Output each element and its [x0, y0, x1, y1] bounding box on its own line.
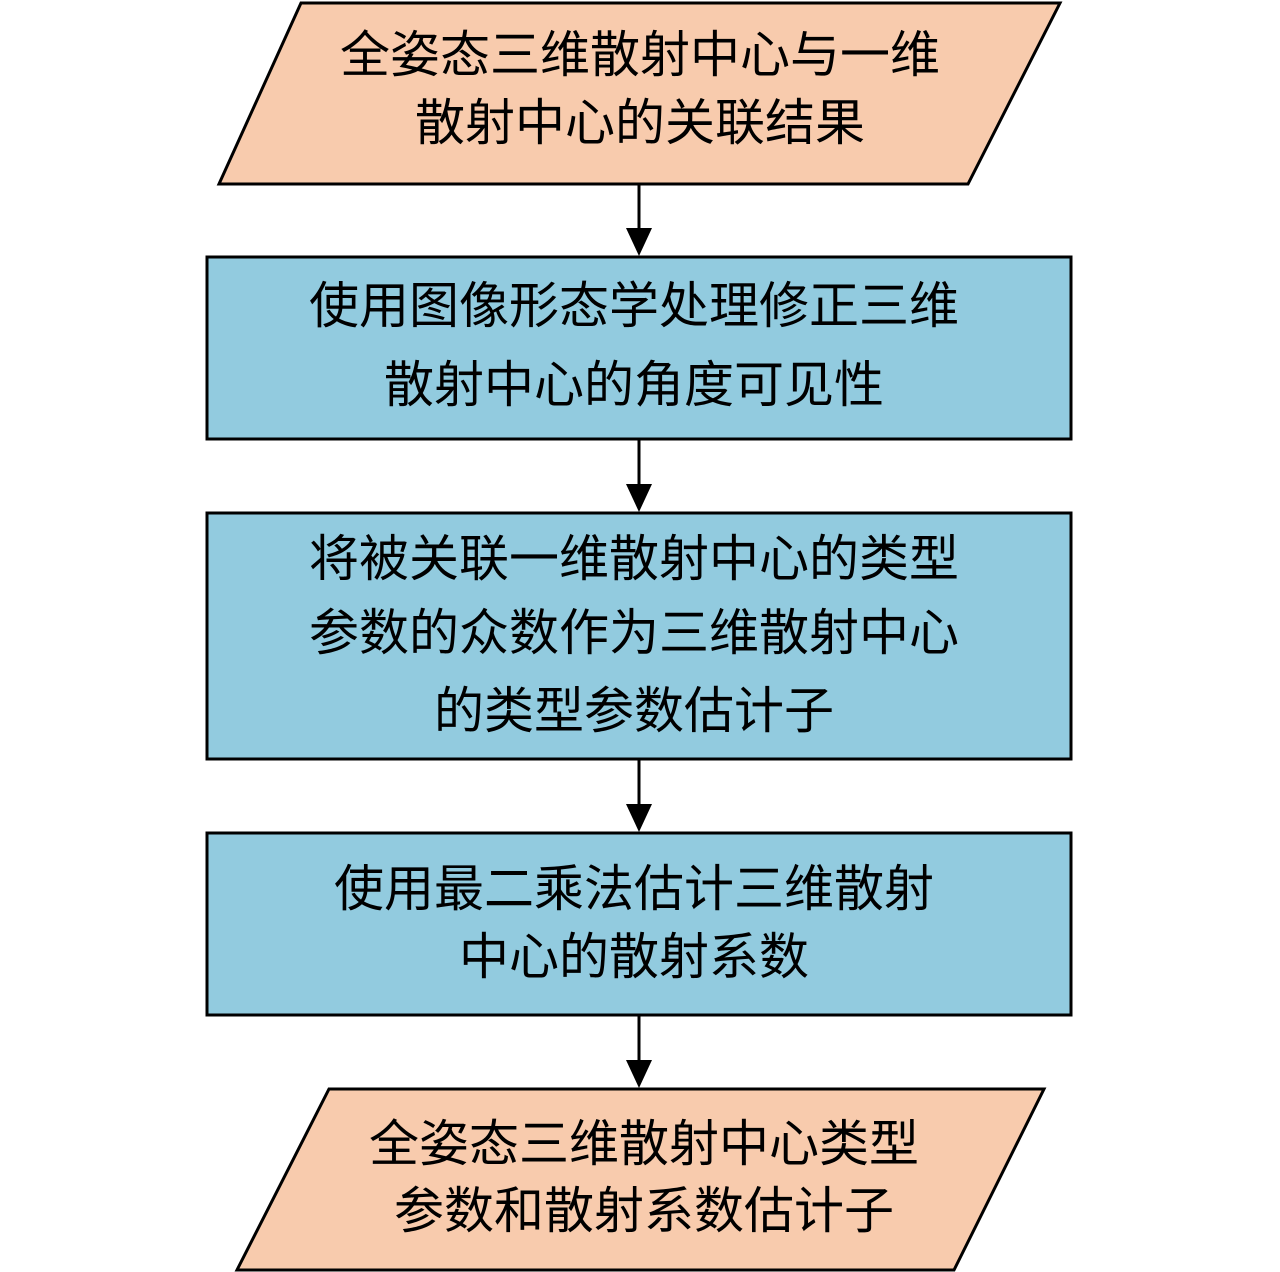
step3-node: 使用最二乘法估计三维散射 中心的散射系数 [205, 831, 1073, 1017]
step1-line-1: 使用图像形态学处理修正三维 [309, 277, 959, 335]
step2-line-2: 参数的众数作为三维散射中心 [309, 604, 959, 662]
input-line-1: 全姿态三维散射中心与一维 [340, 26, 940, 84]
step2-node: 将被关联一维散射中心的类型 参数的众数作为三维散射中心 的类型参数估计子 [205, 511, 1073, 761]
step3-box [205, 831, 1073, 1017]
arrow-step2-to-step3 [626, 760, 652, 832]
input-parallelogram [216, 1, 1063, 186]
step3-line-1: 使用最二乘法估计三维散射 [334, 860, 934, 918]
edges [626, 184, 652, 1088]
input-line-2: 散射中心的关联结果 [415, 94, 865, 152]
step1-node: 使用图像形态学处理修正三维 散射中心的角度可见性 [205, 255, 1073, 441]
step1-line-2: 散射中心的角度可见性 [384, 356, 884, 414]
step3-line-2: 中心的散射系数 [459, 928, 809, 986]
arrow-input-to-step1 [626, 184, 652, 256]
step2-line-1: 将被关联一维散射中心的类型 [309, 530, 959, 588]
step2-box [205, 511, 1073, 761]
output-node: 全姿态三维散射中心类型 参数和散射系数估计子 [234, 1087, 1047, 1272]
output-line-2: 参数和散射系数估计子 [394, 1182, 894, 1240]
input-node: 全姿态三维散射中心与一维 散射中心的关联结果 [216, 1, 1063, 186]
output-parallelogram [234, 1087, 1047, 1272]
step2-line-3: 的类型参数估计子 [434, 682, 834, 740]
arrow-step3-to-output [626, 1016, 652, 1088]
arrow-step1-to-step2 [626, 440, 652, 512]
step1-box [205, 255, 1073, 441]
output-line-1: 全姿态三维散射中心类型 [369, 1115, 919, 1173]
